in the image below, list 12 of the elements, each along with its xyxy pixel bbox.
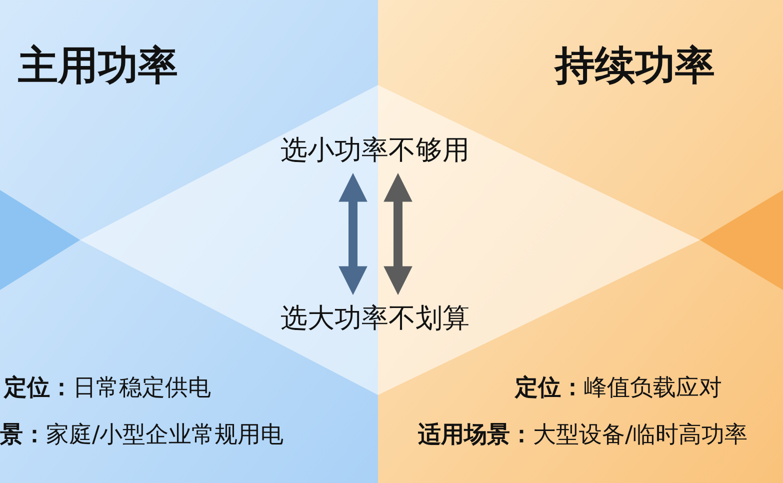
info-line: 定位：峰值负载应对	[515, 374, 722, 403]
panel-heading: 持续功率	[555, 42, 715, 91]
side-triangle	[700, 190, 783, 290]
double-arrow	[384, 172, 412, 296]
panel-heading: 主用功率	[18, 42, 178, 91]
info-line: 定位：日常稳定供电	[4, 374, 211, 403]
trade-off-text: 选大功率不划算	[280, 300, 470, 336]
double-arrow	[338, 172, 368, 296]
trade-off-text: 选小功率不够用	[280, 132, 470, 168]
info-line: 适用场景：大型设备/临时高功率	[418, 421, 748, 450]
info-line: 景：家庭/小型企业常规用电	[0, 421, 284, 450]
side-triangle	[0, 190, 80, 290]
